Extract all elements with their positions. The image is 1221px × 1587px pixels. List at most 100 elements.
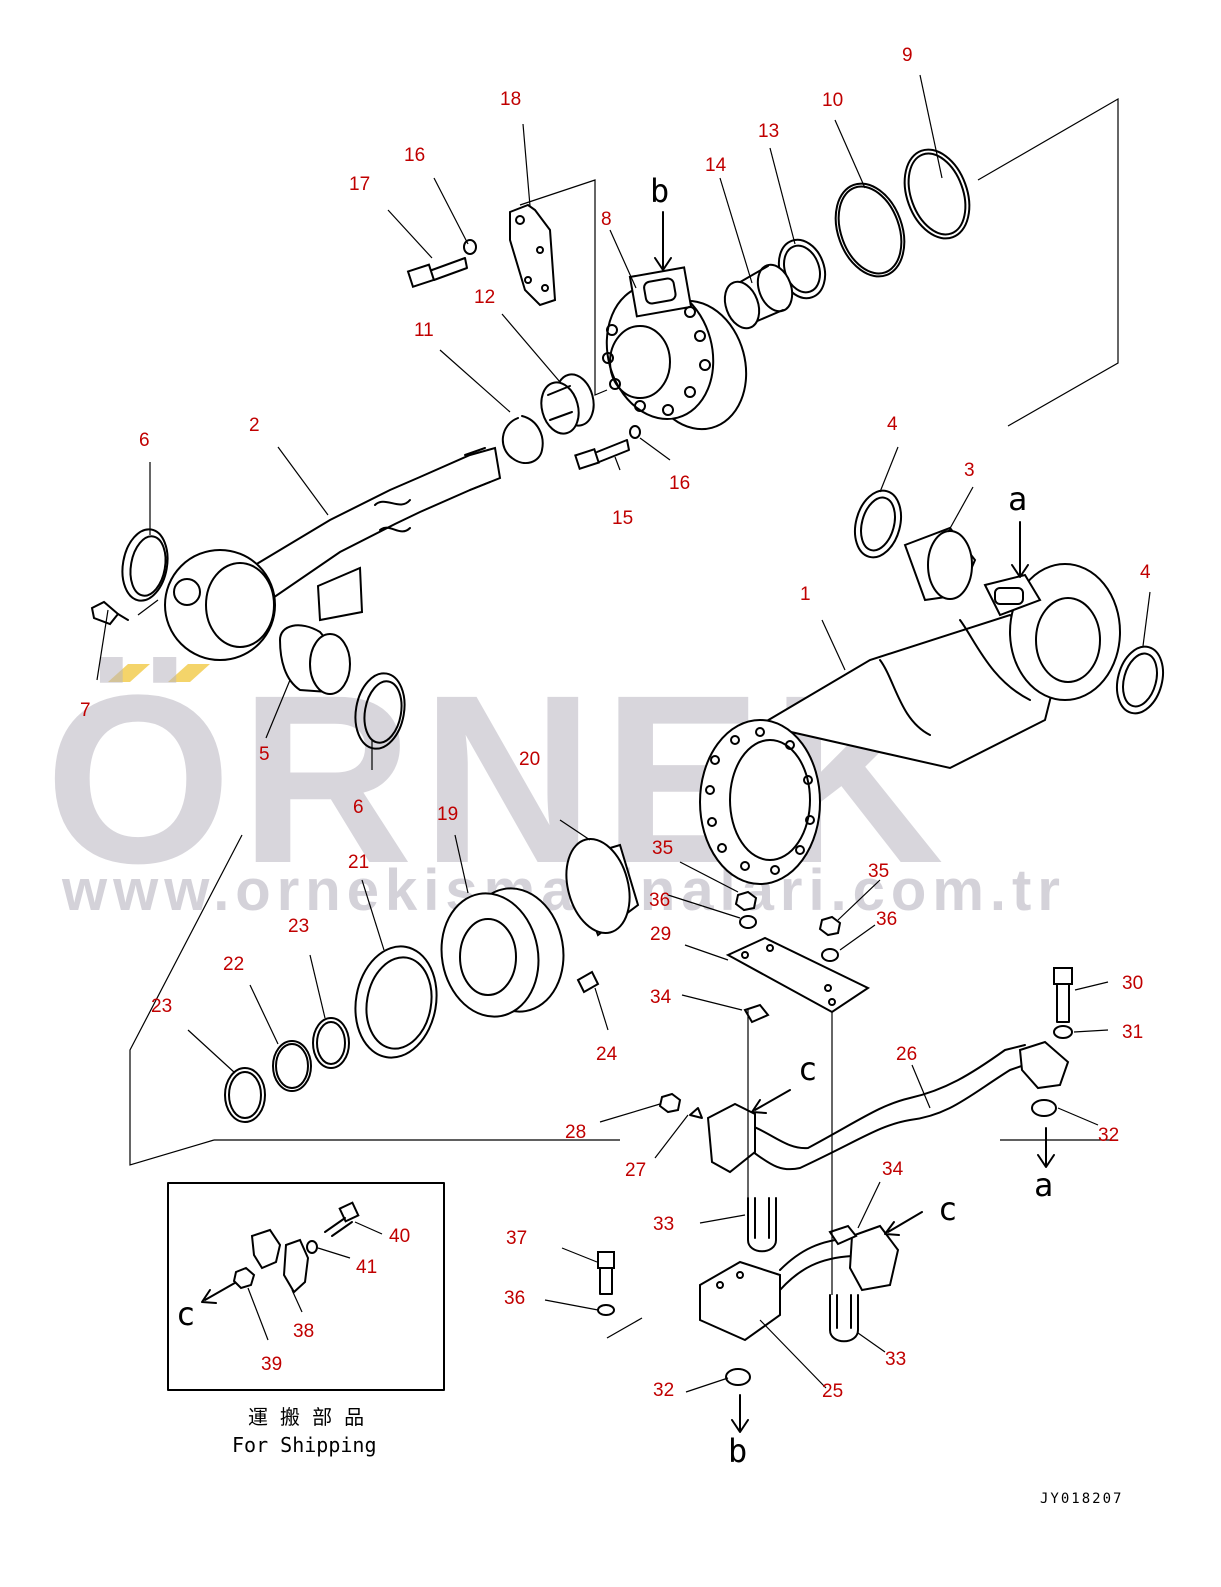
shipping-label-jp: 運 搬 部 品 bbox=[248, 1405, 364, 1429]
part-label-l16a: 16 bbox=[404, 145, 425, 166]
part-28-bolt bbox=[658, 1092, 682, 1114]
part-6-seal-top bbox=[121, 528, 169, 602]
shipping-leader-lines bbox=[247, 1221, 383, 1341]
part-34-spacer-lower bbox=[828, 1224, 858, 1246]
part-label-l10: 10 bbox=[822, 90, 843, 111]
part-27-o-ring bbox=[689, 1107, 703, 1119]
part-label-l16b: 16 bbox=[669, 473, 690, 494]
part-36-washer-left bbox=[739, 915, 757, 929]
letter-b-bottom: b bbox=[728, 1432, 747, 1470]
part-8-cylinder-head bbox=[602, 266, 748, 431]
letter-b-top: b bbox=[650, 172, 669, 210]
part-label-l18: 18 bbox=[500, 89, 521, 110]
part-17-bolt bbox=[406, 257, 468, 288]
part-19-piston bbox=[440, 887, 565, 1018]
part-label-l19: 19 bbox=[437, 804, 458, 825]
part-23-ring-upper bbox=[312, 1017, 350, 1069]
part-label-l7: 7 bbox=[80, 700, 91, 721]
part-9-ring bbox=[903, 148, 971, 240]
letter-c-mid: c bbox=[798, 1050, 817, 1088]
part-33-u-bolt-right bbox=[829, 1294, 859, 1343]
part-label-l30: 30 bbox=[1122, 973, 1143, 994]
leader-lines bbox=[96, 74, 1151, 1393]
part-36-washer-right bbox=[821, 948, 839, 962]
watermark-accent-left bbox=[108, 664, 150, 682]
part-label-l40: 40 bbox=[389, 1226, 410, 1247]
part-36-washer-lower bbox=[597, 1304, 615, 1316]
assembly-guide-lines bbox=[129, 97, 1119, 1339]
part-label-l41: 41 bbox=[356, 1257, 377, 1278]
part-38-clamp bbox=[250, 1228, 310, 1294]
part-5-bushing bbox=[278, 624, 351, 695]
part-label-l38: 38 bbox=[293, 1321, 314, 1342]
part-label-l12: 12 bbox=[474, 287, 495, 308]
part-34-spacer-upper bbox=[743, 1003, 770, 1024]
letter-c-right: c bbox=[938, 1190, 957, 1228]
part-label-l22: 22 bbox=[223, 954, 244, 975]
part-24-set-screw bbox=[576, 970, 600, 994]
part-number-labels: 1234456678910111213141516161718192021222… bbox=[80, 45, 1151, 1402]
part-label-l36b: 36 bbox=[876, 909, 897, 930]
part-16-washer-bottom bbox=[629, 425, 641, 439]
part-label-l27: 27 bbox=[625, 1160, 646, 1181]
watermark-accent-right bbox=[168, 664, 210, 682]
connection-letters: b a c a c c b bbox=[176, 172, 1053, 1470]
part-3-bushing bbox=[903, 526, 977, 602]
part-21-seal bbox=[354, 945, 438, 1059]
part-label-l33b: 33 bbox=[885, 1349, 906, 1370]
part-16-washer-top bbox=[463, 239, 477, 255]
part-label-l4a: 4 bbox=[887, 414, 898, 435]
part-30-bolt bbox=[1053, 967, 1073, 1023]
part-14-bushing bbox=[723, 263, 794, 330]
part-label-l3: 3 bbox=[964, 460, 975, 481]
part-23-ring-lower bbox=[224, 1067, 266, 1123]
drawing-reference: JY018207 bbox=[1040, 1491, 1123, 1507]
part-26-tube bbox=[729, 1040, 1070, 1171]
part-20-wear-ring bbox=[565, 837, 640, 937]
part-label-l36a: 36 bbox=[649, 890, 670, 911]
part-label-l23b: 23 bbox=[151, 996, 172, 1017]
part-41-washer bbox=[306, 1240, 318, 1254]
part-40-bolt bbox=[324, 1201, 360, 1237]
part-label-l29: 29 bbox=[650, 924, 671, 945]
part-label-l5: 5 bbox=[259, 744, 270, 765]
part-label-l6b: 6 bbox=[353, 797, 364, 818]
part-6-seal-bottom bbox=[354, 672, 406, 750]
part-32-o-ring-lower bbox=[725, 1368, 751, 1386]
part-label-l34b: 34 bbox=[882, 1159, 904, 1180]
part-4-seal-top bbox=[853, 489, 903, 559]
part-label-l28: 28 bbox=[565, 1122, 586, 1143]
part-label-l26: 26 bbox=[896, 1044, 917, 1065]
part-label-l6a: 6 bbox=[139, 430, 150, 451]
letter-a-top: a bbox=[1008, 480, 1027, 518]
part-label-l2: 2 bbox=[249, 415, 260, 436]
part-label-l39: 39 bbox=[261, 1354, 282, 1375]
part-33-u-bolt-left bbox=[747, 1197, 777, 1253]
part-2-piston-rod bbox=[164, 446, 502, 661]
part-label-l11: 11 bbox=[414, 320, 434, 341]
part-label-l8: 8 bbox=[601, 209, 612, 230]
part-15-bolt bbox=[574, 439, 630, 471]
letter-c-inset: c bbox=[176, 1295, 195, 1333]
shipping-label-en: For Shipping bbox=[232, 1433, 377, 1457]
part-label-l13: 13 bbox=[758, 121, 779, 142]
part-18-plate bbox=[509, 203, 557, 307]
letter-a-bottom: a bbox=[1034, 1166, 1053, 1204]
part-label-l20: 20 bbox=[519, 749, 540, 770]
part-label-l35b: 35 bbox=[868, 861, 889, 882]
part-label-l15: 15 bbox=[612, 508, 633, 529]
part-1-cylinder-tube bbox=[699, 563, 1121, 885]
part-label-l33a: 33 bbox=[653, 1214, 674, 1235]
part-7-grease-fitting bbox=[90, 600, 129, 626]
shipping-inset: 運 搬 部 品 For Shipping bbox=[167, 1182, 445, 1457]
part-label-l31: 31 bbox=[1122, 1022, 1143, 1043]
part-31-washer bbox=[1053, 1025, 1073, 1039]
part-39-nut bbox=[232, 1266, 256, 1290]
part-label-l37: 37 bbox=[506, 1228, 527, 1249]
part-label-l35a: 35 bbox=[652, 838, 673, 859]
part-10-o-ring bbox=[834, 182, 906, 278]
part-35-nut-right bbox=[818, 915, 842, 937]
watermark-url: www.ornekismakinalari.com.tr bbox=[61, 858, 1066, 923]
clamp-tie-lines bbox=[747, 1010, 833, 1295]
